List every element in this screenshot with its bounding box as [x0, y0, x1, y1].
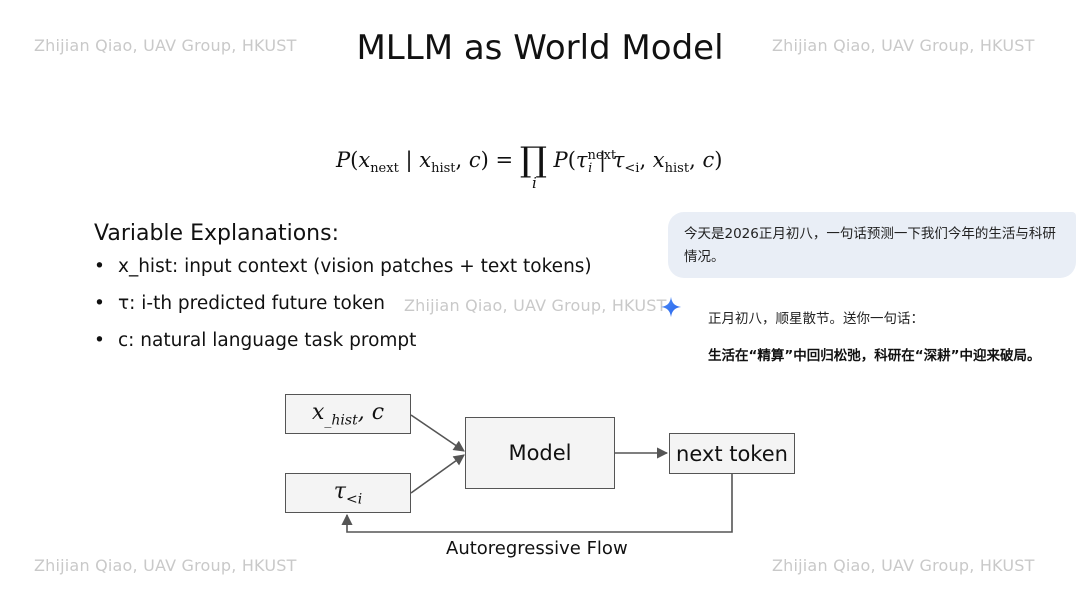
formula-tau: τ: [575, 148, 588, 172]
formula-x: x: [419, 148, 432, 172]
arrow-feedback-loop: [341, 473, 733, 533]
next-token-box: next token: [669, 433, 795, 474]
slide-title: MLLM as World Model: [356, 28, 724, 68]
list-item: • τ: i-th predicted future token: [94, 293, 592, 330]
input-sub-hist: _hist: [324, 412, 358, 429]
product-index: i: [532, 174, 537, 192]
formula-x: x: [358, 148, 371, 172]
formula-c: c: [702, 148, 715, 172]
bullet: •: [94, 330, 105, 351]
formula: P(xnext | xhist, c) = ∏ P(τnexti | τ<i, …: [336, 140, 723, 192]
formula-tau: τ: [612, 148, 625, 172]
arrow-input1-to-model: [410, 414, 465, 452]
input-box-tau: τ<i: [285, 473, 411, 513]
watermark-bottom-left: Zhijian Qiao, UAV Group, HKUST: [34, 556, 297, 575]
list-item: • x_hist: input context (vision patches +…: [94, 256, 592, 293]
product-symbol: ∏: [519, 140, 547, 180]
formula-x: x: [652, 148, 665, 172]
autoregressive-flow-label: Autoregressive Flow: [446, 538, 628, 559]
watermark-top-left: Zhijian Qiao, UAV Group, HKUST: [34, 36, 297, 55]
model-box: Model: [465, 417, 615, 489]
list-item-text: x_hist: input context (vision patches + …: [118, 256, 592, 277]
list-item-text: c: natural language task prompt: [118, 330, 417, 351]
assistant-reply-line-2: 生活在“精算”中回归松弛，科研在“深耕”中迎来破局。: [708, 348, 1041, 364]
input-tau: τ: [333, 478, 346, 504]
sparkle-icon: [660, 296, 682, 318]
formula-p: P: [553, 148, 568, 172]
bullet: •: [94, 256, 105, 277]
formula-sub-next: next: [370, 161, 399, 177]
next-token-label: next token: [676, 441, 788, 466]
model-label: Model: [508, 441, 572, 465]
bullet: •: [94, 293, 105, 314]
user-message-bubble: 今天是2026正月初八，一句话预测一下我们今年的生活与科研情况。: [668, 212, 1076, 278]
input-box-xhist-c: x_hist, c: [285, 394, 411, 434]
arrow-input2-to-model: [410, 454, 465, 494]
watermark-top-right: Zhijian Qiao, UAV Group, HKUST: [772, 36, 1035, 55]
input-sub-lt-i: <i: [345, 491, 363, 508]
input-x: x: [311, 399, 325, 425]
formula-p: P: [336, 148, 351, 172]
watermark-bottom-right: Zhijian Qiao, UAV Group, HKUST: [772, 556, 1035, 575]
formula-index-i: i: [588, 161, 593, 177]
variable-explanations-heading: Variable Explanations:: [94, 221, 339, 246]
input-rest: , c: [357, 399, 385, 425]
assistant-reply-line-1: 正月初八，顺星散节。送你一句话：: [708, 311, 924, 327]
formula-sub-hist: hist: [431, 161, 456, 177]
watermark-center: Zhijian Qiao, UAV Group, HKUST: [404, 296, 667, 315]
formula-sub-hist: hist: [664, 161, 690, 177]
list-item: • c: natural language task prompt: [94, 330, 592, 367]
list-item-text: τ: i-th predicted future token: [118, 293, 385, 314]
variable-list: • x_hist: input context (vision patches +…: [94, 256, 592, 367]
formula-c: c: [468, 148, 481, 172]
formula-sup-next: next: [587, 148, 617, 163]
formula-sub-lt-i: <i: [624, 161, 640, 177]
